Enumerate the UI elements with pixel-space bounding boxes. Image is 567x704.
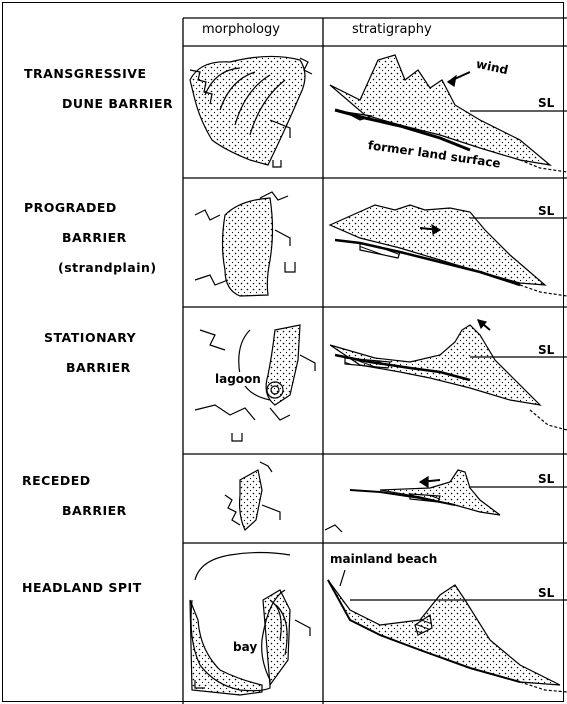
label-receded-line2: BARRIER [62, 495, 127, 527]
annotation-sl-row3: SL [538, 343, 554, 357]
label-prograded-line1: PROGRADED [24, 192, 117, 224]
label-transgressive-line2: DUNE BARRIER [62, 88, 173, 120]
annotation-sl-row4: SL [538, 472, 554, 486]
annotation-bay: bay [232, 640, 258, 654]
morph-headland [190, 553, 310, 696]
annotation-mainland-beach: mainland beach [330, 552, 437, 566]
morph-prograded [195, 192, 295, 296]
header-morphology: morphology [202, 22, 280, 37]
strat-receded [325, 470, 567, 532]
annotation-sl-row2: SL [538, 204, 554, 218]
label-stationary-line1: STATIONARY [44, 322, 136, 354]
morph-transgressive [190, 56, 312, 167]
label-prograded-line3: (strandplain) [58, 252, 157, 284]
label-headland-spit: HEADLAND SPIT [22, 572, 142, 604]
label-receded-line1: RECEDED [22, 465, 91, 497]
morph-receded [225, 462, 280, 530]
label-stationary-line2: BARRIER [66, 352, 131, 384]
annotation-lagoon: lagoon [214, 372, 262, 386]
header-stratigraphy: stratigraphy [352, 22, 432, 37]
strat-headland [328, 570, 567, 692]
annotation-sl-row1: SL [538, 96, 554, 110]
strat-prograded [330, 205, 567, 296]
annotation-sl-row5: SL [538, 586, 554, 600]
label-transgressive-line1: TRANSGRESSIVE [24, 58, 147, 90]
label-prograded-line2: BARRIER [62, 222, 127, 254]
strat-stationary [330, 320, 567, 430]
